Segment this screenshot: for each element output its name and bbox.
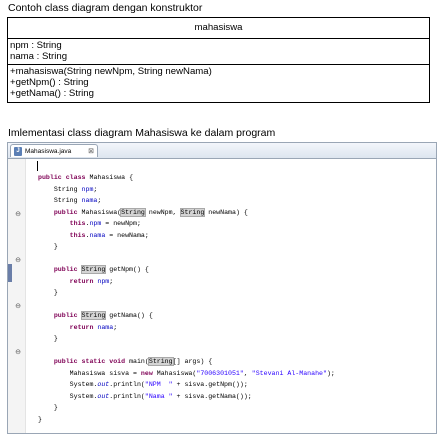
code-line: this.nama = newNama; [69, 231, 149, 239]
code-line: return nama; [69, 323, 118, 331]
code-line: } [38, 289, 58, 296]
code-body[interactable]: public class Mahasiswa { String npm; Str… [38, 172, 434, 425]
code-line: } [38, 243, 58, 250]
code-line: } [38, 335, 58, 342]
code-line: System.out.println("Nama " + sisva.getNa… [38, 392, 252, 400]
fold-minus-icon[interactable]: ⊖ [15, 257, 21, 264]
code-line: this.npm = newNpm; [69, 220, 141, 227]
uml-attribute: npm : String [10, 40, 62, 51]
fold-minus-icon[interactable]: ⊖ [15, 349, 21, 356]
code-line: public String getNama() { [53, 311, 153, 320]
code-line: public static void main(String[] args) { [53, 357, 213, 366]
java-file-icon: J [14, 146, 22, 156]
code-line: public class Mahasiswa { [38, 174, 134, 181]
editor-tab-label: Mahasiswa.java [25, 147, 72, 155]
occurrence-marker [8, 264, 12, 282]
code-line [38, 345, 434, 357]
code-line: String nama; [53, 197, 102, 204]
close-icon[interactable]: ⊠ [88, 147, 94, 155]
code-line: } [38, 404, 58, 411]
code-line: System.out.println("NPM " + sisva.getNpm… [38, 381, 248, 388]
editor-tab[interactable]: J Mahasiswa.java ⊠ [10, 144, 98, 157]
code-line: public Mahasiswa(String newNpm, String n… [53, 207, 248, 217]
code-line: Mahasiswa sisva = new Mahasiswa("7006301… [69, 369, 335, 377]
uml-attributes: npm : String nama : String [8, 39, 429, 65]
code-line [38, 253, 434, 265]
code-line: public String getNpm() { [53, 265, 149, 274]
code-line [38, 299, 434, 311]
editor-tab-bar: J Mahasiswa.java ⊠ [8, 143, 436, 159]
code-editor[interactable]: J Mahasiswa.java ⊠ ⊖ ⊖ ⊖ ⊖ public class … [7, 142, 437, 434]
uml-methods: +mahasiswa(String newNpm, String newNama… [8, 65, 429, 102]
code-line: } [38, 415, 42, 423]
editor-ruler: ⊖ ⊖ ⊖ ⊖ [8, 159, 26, 433]
uml-attribute: nama : String [10, 51, 68, 62]
uml-class-name: mahasiswa [8, 18, 429, 39]
text-caret [37, 161, 38, 171]
uml-method: +getNama() : String [10, 88, 94, 99]
uml-method: +getNpm() : String [10, 77, 89, 88]
diagram-heading: Contoh class diagram dengan konstruktor [8, 2, 203, 14]
implementation-heading: Imlementasi class diagram Mahasiswa ke d… [8, 127, 276, 139]
uml-method: +mahasiswa(String newNpm, String newNama… [10, 66, 212, 77]
fold-minus-icon[interactable]: ⊖ [15, 211, 21, 218]
code-line: return npm; [69, 277, 114, 285]
code-line: String npm; [53, 185, 98, 193]
fold-minus-icon[interactable]: ⊖ [15, 303, 21, 310]
uml-class-diagram: mahasiswa npm : String nama : String +ma… [7, 17, 430, 103]
